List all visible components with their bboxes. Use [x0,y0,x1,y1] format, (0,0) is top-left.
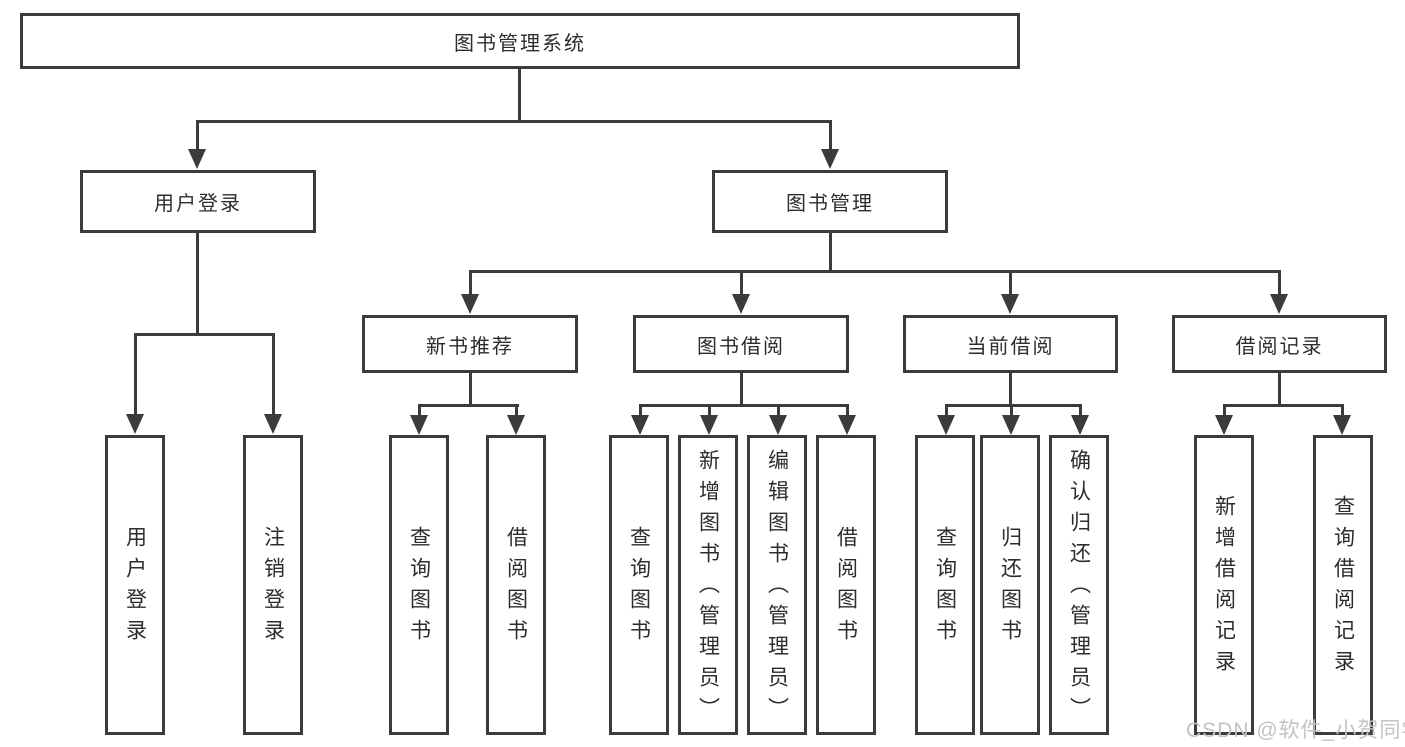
arrowhead-icon [1002,415,1020,435]
node-library-management-system: 图书管理系统 [20,13,1020,69]
connector-line [469,270,472,296]
arrowhead-icon [1001,294,1019,314]
leaf-query-books-current: 查询图书 [915,435,975,735]
csdn-watermark: CSDN @软件_小贺同学 [1186,719,1405,742]
leaf-borrow-books-recommend: 借阅图书 [486,435,546,735]
connector-line [639,404,848,407]
arrowhead-icon [700,415,718,435]
arrowhead-icon [188,149,206,169]
node-book-management: 图书管理 [712,170,948,233]
connector-line [777,404,780,417]
connector-line [469,373,472,406]
arrowhead-icon [1270,294,1288,314]
leaf-add-book-admin: 新增图书（管理员） [678,435,738,735]
connector-line [518,68,521,121]
connector-line [740,270,743,296]
connector-line [196,233,199,335]
connector-line [829,233,832,272]
leaf-edit-book-admin: 编辑图书（管理员） [747,435,807,735]
connector-line [1223,404,1344,407]
connector-line [515,404,518,417]
node-borrowing-records: 借阅记录 [1172,315,1387,373]
arrowhead-icon [126,414,144,434]
arrowhead-icon [937,415,955,435]
connector-line [418,404,421,417]
connector-line [272,333,275,416]
connector-line [1079,404,1082,417]
leaf-logout: 注销登录 [243,435,303,735]
leaf-query-books-recommend: 查询图书 [389,435,449,735]
node-book-borrowing: 图书借阅 [633,315,849,373]
connector-line [740,373,743,406]
connector-line [1278,270,1281,296]
connector-line [1010,404,1013,417]
connector-line [639,404,642,417]
arrowhead-icon [821,149,839,169]
connector-line [1223,404,1226,417]
arrowhead-icon [1333,415,1351,435]
arrowhead-icon [1071,415,1089,435]
arrowhead-icon [507,415,525,435]
connector-line [945,404,948,417]
leaf-add-borrow-record: 新增借阅记录 [1194,435,1254,735]
arrowhead-icon [838,415,856,435]
connector-line [196,120,832,123]
node-new-book-recommend: 新书推荐 [362,315,578,373]
connector-line [1009,373,1012,406]
connector-line [1009,270,1012,296]
node-user-login: 用户登录 [80,170,316,233]
connector-line [134,333,137,416]
leaf-borrow-books: 借阅图书 [816,435,876,735]
leaf-return-books: 归还图书 [980,435,1040,735]
connector-line [134,333,275,336]
arrowhead-icon [1215,415,1233,435]
connector-line [829,120,832,151]
arrowhead-icon [631,415,649,435]
connector-line [846,404,849,417]
connector-line [418,404,519,407]
arrowhead-icon [769,415,787,435]
connector-line [1278,373,1281,406]
leaf-confirm-return-admin: 确认归还（管理员） [1049,435,1109,735]
leaf-user-login: 用户登录 [105,435,165,735]
arrowhead-icon [732,294,750,314]
arrowhead-icon [410,415,428,435]
connector-line [1341,404,1344,417]
leaf-query-books-borrow: 查询图书 [609,435,669,735]
arrowhead-icon [461,294,479,314]
arrowhead-icon [264,414,282,434]
connector-line [708,404,711,417]
connector-line [469,270,1280,273]
leaf-query-borrow-record: 查询借阅记录 [1313,435,1373,735]
connector-line [196,120,199,151]
connector-line [945,404,1082,407]
node-current-borrowing: 当前借阅 [903,315,1118,373]
